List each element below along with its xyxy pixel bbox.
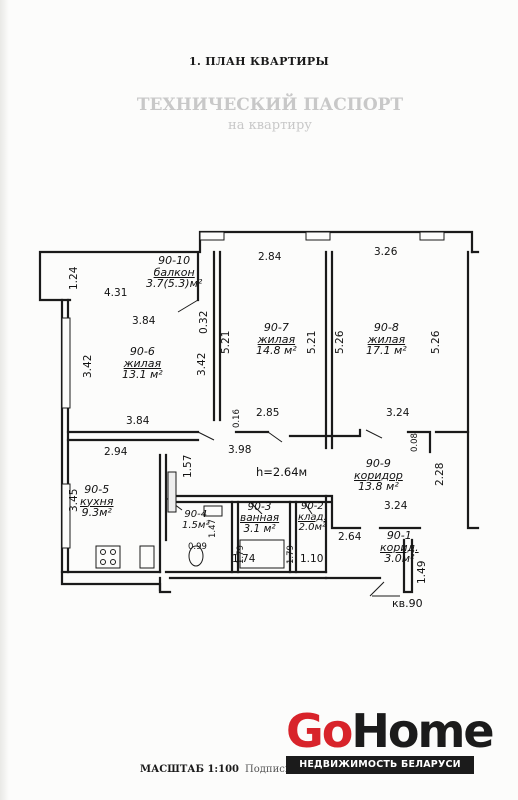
dim-label: 2.28 [434,462,446,486]
wall-kitchen-right [158,453,168,574]
wall-room6-room7 [212,250,222,422]
stove-burner [110,549,116,555]
logo-tagline: НЕДВИЖИМОСТЬ БЕЛАРУСИ [286,756,474,774]
ceiling-height-label: h=2.64м [256,465,308,479]
dim-label: 1.79 [286,545,296,564]
wall-room8-corridor [406,430,470,454]
dim-label: 1.79 [236,545,246,564]
dim-label: 2.94 [104,446,128,458]
dim-label: 3.24 [386,407,410,419]
door-room7 [267,431,283,443]
balcony-outline [38,250,200,302]
dim-label: 1.74 [232,553,256,565]
window-balcony [199,231,225,241]
stove-burner [100,549,106,555]
room-90-3-label: 90-3 ванная 3.1 м² [240,501,280,536]
dim-label: 0.99 [188,542,207,552]
room-90-6-label: 90-6 жилая 13.1 м² [122,345,163,382]
dim-label: 1.57 [182,454,194,478]
dim-label: 2.64 [338,531,362,543]
dim-label: 0.08 [410,433,420,452]
door-entry [369,581,385,597]
window-room8 [419,231,445,241]
room-90-4-label: 90-4 1.5м² [182,509,210,531]
outer-wall-right [466,250,480,530]
door-room6 [197,431,215,441]
window-room6 [61,317,71,409]
page-title: 1. ПЛАН КВАРТИРЫ [188,55,329,68]
kitchen-sink [139,545,155,569]
outer-wall-left [60,298,70,574]
wall-room7-room8 [324,250,334,450]
ghost-title: ТЕХНИЧЕСКИЙ ПАСПОРТ [136,95,404,115]
stove-burner [100,559,106,565]
stove-burner [110,559,116,565]
room-90-8-label: 90-8 жилая 17.1 м² [366,321,407,358]
gohome-logo: GoHome НЕДВИЖИМОСТЬ БЕЛАРУСИ [286,708,495,776]
dim-label: 3.84 [132,315,156,327]
scan-edge [0,0,9,800]
dim-label: 1.47 [208,519,218,538]
door-bath [249,501,263,515]
toilet [188,545,204,567]
dim-label: 3.42 [82,354,94,378]
door-balcony [177,299,199,313]
dim-label: 1.24 [68,266,80,290]
dim-label: 2.84 [258,251,282,263]
window-room7 [305,231,331,241]
dim-label: 3.26 [374,246,398,258]
wall-storage-right [324,494,362,574]
dim-label: 3.98 [228,444,252,456]
dim-label: 1.10 [300,553,324,565]
scale-label: МАСШТАБ 1:100 [140,764,239,775]
washbasin [203,505,223,517]
wall-room7-bottom [234,428,362,438]
dim-label: 3.24 [384,500,408,512]
dim-label: 5.26 [334,330,346,354]
stove [95,545,121,569]
dim-label: 4.31 [104,287,128,299]
wall-entry [158,576,382,594]
door-storage [303,501,313,515]
dim-label: 5.21 [306,330,318,354]
room-90-7-label: 90-7 жилая 14.8 м² [256,321,297,358]
dim-label: 0.16 [232,409,242,428]
wall-wc-bath [230,500,240,574]
dim-label: 3.45 [68,488,80,512]
room-90-9-label: 90-9 коридор 13.8 м² [354,457,403,494]
dim-label: 2.85 [256,407,280,419]
wall-hall [378,526,422,594]
room-90-1-label: 90-1 корид. 3.0м² [380,529,419,566]
bathtub [239,539,285,569]
dim-label: 3.42 [196,352,208,376]
riser-duct [167,471,177,513]
room-90-2-label: 90-2 клад. 2.0м² [298,501,327,533]
dim-label: 1.49 [416,560,428,584]
dim-label: 0.32 [198,310,210,334]
dim-label: 3.84 [126,415,150,427]
window-kitchen [61,483,71,549]
dim-label: 5.21 [220,330,232,354]
room-90-5-label: 90-5 кухня 9.3м² [80,483,114,520]
outer-wall-bottom [60,570,162,592]
door-room8 [365,429,383,439]
room-balcony-label: 90-10 балкон 3.7(5.3)м² [146,254,203,291]
logo-wordmark: GoHome [286,704,495,758]
wall-bottom-block [164,570,328,580]
wall-bath-storage [288,500,298,574]
ghost-subtitle: на квартиру [228,118,312,133]
apartment-number-label: кв.90 [392,597,423,610]
dim-label: 5.26 [430,330,442,354]
